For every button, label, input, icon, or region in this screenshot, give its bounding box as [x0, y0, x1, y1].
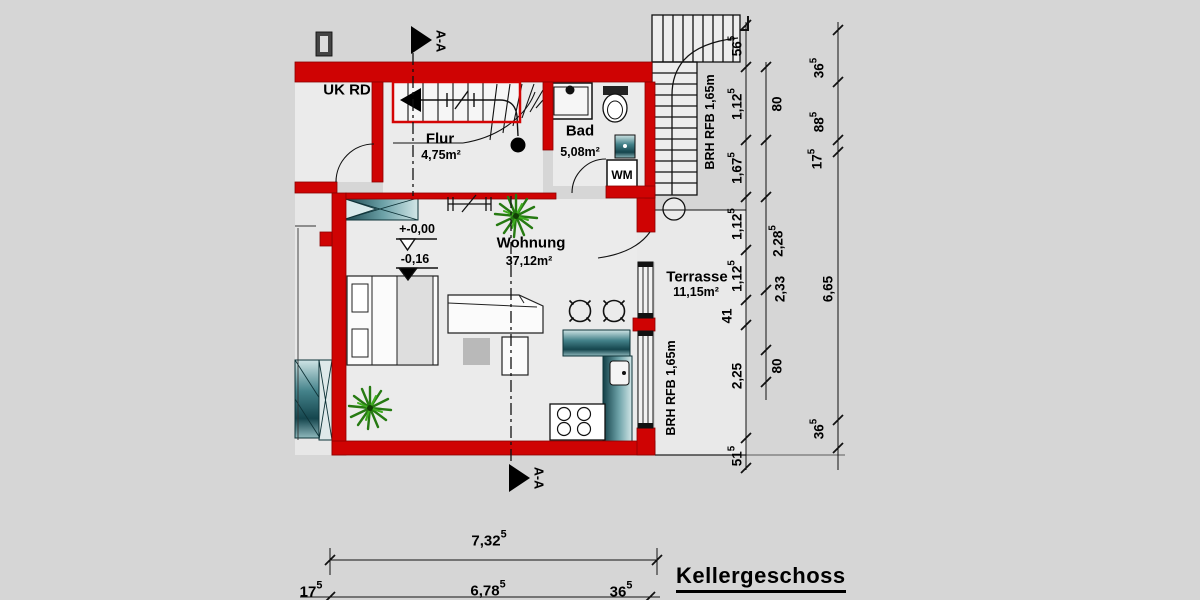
dim-right-outer-2: 175 — [806, 148, 825, 170]
stair-handrail — [671, 37, 739, 195]
dim-bottom-seg-0: 175 — [299, 579, 323, 600]
section-arrow-icon — [411, 26, 432, 54]
kitchen — [549, 299, 633, 443]
sofa — [447, 294, 544, 334]
level-minus-label: -0,16 — [400, 251, 430, 266]
pillow — [351, 328, 369, 358]
dim-right-outer-3: 6,65 — [820, 275, 836, 303]
dim-right-mid-0: 80 — [769, 96, 785, 112]
room-area-flur: 4,75m² — [421, 147, 461, 162]
door-arc-terrace — [597, 231, 651, 259]
edge-details — [295, 31, 845, 456]
kitchen-sink — [609, 360, 630, 386]
dim-right-mid-1: 2,285 — [767, 225, 786, 257]
room-label-bad: Bad — [565, 122, 595, 140]
coffee-table — [463, 338, 490, 365]
stair-walking-line — [421, 90, 519, 137]
wall-left — [331, 192, 347, 456]
interior-stairs — [393, 82, 544, 153]
furniture — [294, 197, 633, 443]
kitchen-counter-top — [562, 329, 631, 357]
dim-right-mid-2: 2,33 — [772, 275, 788, 303]
room-label-flur: Flur — [425, 130, 455, 148]
dim-bottom-seg-1: 6,785 — [470, 578, 506, 600]
dim-right-mid-3: 80 — [769, 358, 785, 374]
toilet — [602, 86, 628, 123]
stair-post — [662, 197, 686, 221]
room-area-terrasse: 11,15m² — [673, 284, 719, 299]
wall-partition — [345, 192, 557, 200]
room-area-wohnung: 37,12m² — [505, 253, 553, 268]
dim-right-inner-3: 1,125 — [726, 208, 745, 240]
dim-right-inner-7: 515 — [726, 445, 745, 467]
symbols — [396, 194, 492, 282]
wall-top — [294, 61, 653, 83]
dim-right-inner-5: 41 — [719, 308, 735, 324]
door-arc-bad — [571, 158, 607, 194]
window-upper — [637, 261, 654, 319]
level-marker-zero — [396, 238, 437, 252]
ottoman — [501, 336, 529, 376]
stove — [549, 403, 606, 441]
bed — [346, 275, 439, 366]
walls — [294, 61, 656, 456]
walking-line-arrow — [400, 88, 421, 112]
label-uk-rd: UK RD — [323, 81, 371, 99]
drawing-title: Kellergeschoss — [676, 563, 846, 593]
section-arrow-icon — [509, 464, 530, 492]
section-line — [411, 26, 530, 492]
exterior-stairs — [651, 14, 749, 221]
room-area-bad: 5,08m² — [560, 144, 600, 159]
label-brh-lower: BRH RFB 1,65m — [663, 340, 678, 436]
stair-start-dot — [510, 137, 526, 153]
wall-bottom — [331, 440, 656, 456]
dim-right-outer-1: 885 — [808, 111, 827, 133]
doors — [335, 143, 651, 259]
level-marker-minus — [396, 267, 438, 282]
dimension-lines — [300, 19, 844, 600]
dim-right-inner-6: 2,25 — [729, 362, 745, 390]
dim-right-inner-1: 1,125 — [726, 88, 745, 120]
stairwell-outline — [391, 80, 522, 124]
dim-right-inner-2: 1,675 — [726, 152, 745, 184]
dim-right-outer-0: 365 — [808, 57, 827, 79]
dim-right-outer-4: 365 — [808, 418, 827, 440]
dim-right-inner-0: 565 — [726, 35, 745, 57]
level-zero-label: +-0,00 — [399, 221, 435, 236]
label-wm: WM — [611, 168, 633, 182]
room-label-wohnung: Wohnung — [496, 234, 566, 252]
bar-stool — [602, 299, 626, 323]
wardrobe-neighbor — [294, 359, 333, 441]
dim-bottom-total: 7,325 — [471, 528, 507, 550]
bar-stool — [568, 299, 592, 323]
section-label-bottom: A-A — [531, 466, 546, 490]
dim-right-inner-4: 1,125 — [726, 260, 745, 292]
label-brh-upper: BRH RFB 1,65m — [702, 74, 717, 170]
windows — [637, 261, 654, 429]
room-label-terrasse: Terrasse — [666, 268, 728, 286]
door-arc-ukrd — [335, 143, 375, 183]
pillow — [351, 283, 369, 313]
dim-bottom-seg-2: 365 — [609, 579, 633, 600]
section-label-top: A-A — [433, 29, 448, 53]
window-lower — [637, 330, 654, 429]
bath-fixtures — [549, 82, 638, 190]
